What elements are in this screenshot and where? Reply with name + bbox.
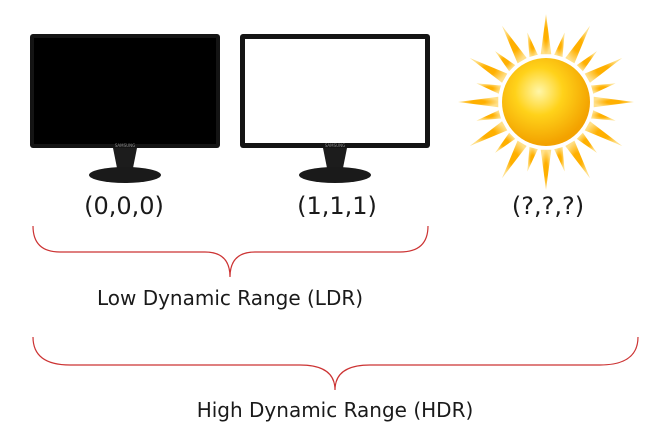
monitor-neck — [323, 148, 347, 168]
sun-ray — [565, 140, 590, 179]
sun-ray — [554, 32, 565, 57]
sun-ray — [565, 25, 590, 64]
sun-icon — [458, 14, 634, 190]
sun-ray — [469, 58, 508, 83]
monitor-white: SAMSUNG — [240, 34, 430, 183]
monitor-stand — [89, 167, 161, 183]
hdr-label: High Dynamic Range (HDR) — [196, 398, 474, 422]
sun-ray — [593, 96, 634, 108]
sun-ray — [584, 121, 623, 146]
sun-ray — [495, 51, 516, 72]
ldr-brace — [32, 225, 429, 278]
monitor-stand — [299, 167, 371, 183]
sun-ray — [527, 32, 538, 57]
hdr-brace — [32, 336, 639, 391]
sun-ray — [502, 25, 527, 64]
sun-ray — [540, 14, 552, 55]
sun-value-label: (?,?,?) — [511, 192, 585, 220]
monitor-screen — [34, 38, 216, 144]
sun-ray — [476, 110, 501, 121]
monitor-brand: SAMSUNG — [325, 143, 345, 148]
sun-ray — [495, 132, 516, 153]
sun-ray — [458, 96, 499, 108]
sun-ray — [476, 83, 501, 94]
monitor-neck — [113, 148, 137, 168]
sun-ray — [591, 83, 616, 94]
sun-ray — [591, 110, 616, 121]
sun-ray — [584, 58, 623, 83]
sun-ray — [576, 51, 597, 72]
monitor-white-value-label: (1,1,1) — [297, 192, 377, 220]
sun-ray — [576, 132, 597, 153]
monitor-black-value-label: (0,0,0) — [84, 192, 164, 220]
sun-ray — [502, 140, 527, 179]
sun-ray — [540, 149, 552, 190]
monitor-brand: SAMSUNG — [115, 143, 135, 148]
monitor-screen — [245, 39, 425, 143]
sun-ray — [554, 147, 565, 172]
sun-ray — [527, 147, 538, 172]
monitor-black: SAMSUNG — [30, 34, 220, 183]
ldr-label: Low Dynamic Range (LDR) — [96, 286, 364, 310]
sun-ray — [469, 121, 508, 146]
